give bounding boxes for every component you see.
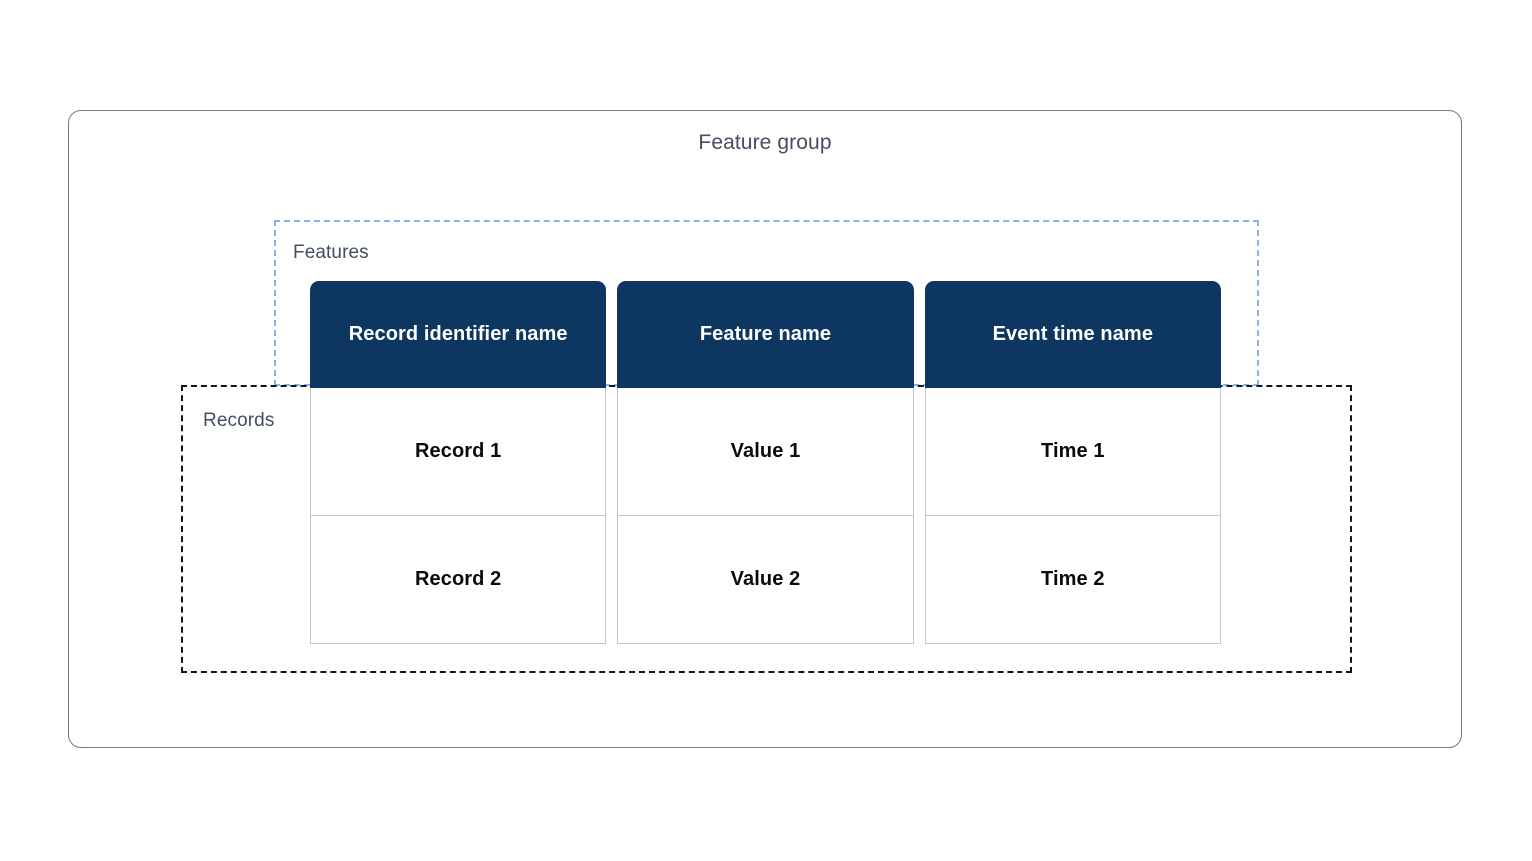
column-header-event-time-name: Event time name — [924, 281, 1221, 388]
table-column-feature-name: Feature name Value 1 Value 2 — [617, 281, 914, 644]
table-column-event-time-name: Event time name Time 1 Time 2 — [924, 281, 1221, 644]
table-cell-record-1: Record 1 — [310, 388, 607, 516]
table-cell-time-1: Time 1 — [924, 388, 1221, 516]
column-header-record-identifier-name: Record identifier name — [310, 281, 607, 388]
feature-table: Record identifier name Record 1 Record 2… — [310, 281, 1221, 644]
table-cell-value-1: Value 1 — [617, 388, 914, 516]
features-region-label: Features — [293, 242, 369, 263]
table-cell-time-2: Time 2 — [924, 516, 1221, 644]
table-cell-record-2: Record 2 — [310, 516, 607, 644]
feature-group-title: Feature group — [698, 131, 832, 154]
column-header-feature-name: Feature name — [617, 281, 914, 388]
table-column-record-identifier: Record identifier name Record 1 Record 2 — [310, 281, 607, 644]
table-cell-value-2: Value 2 — [617, 516, 914, 644]
records-region-label: Records — [203, 410, 275, 431]
